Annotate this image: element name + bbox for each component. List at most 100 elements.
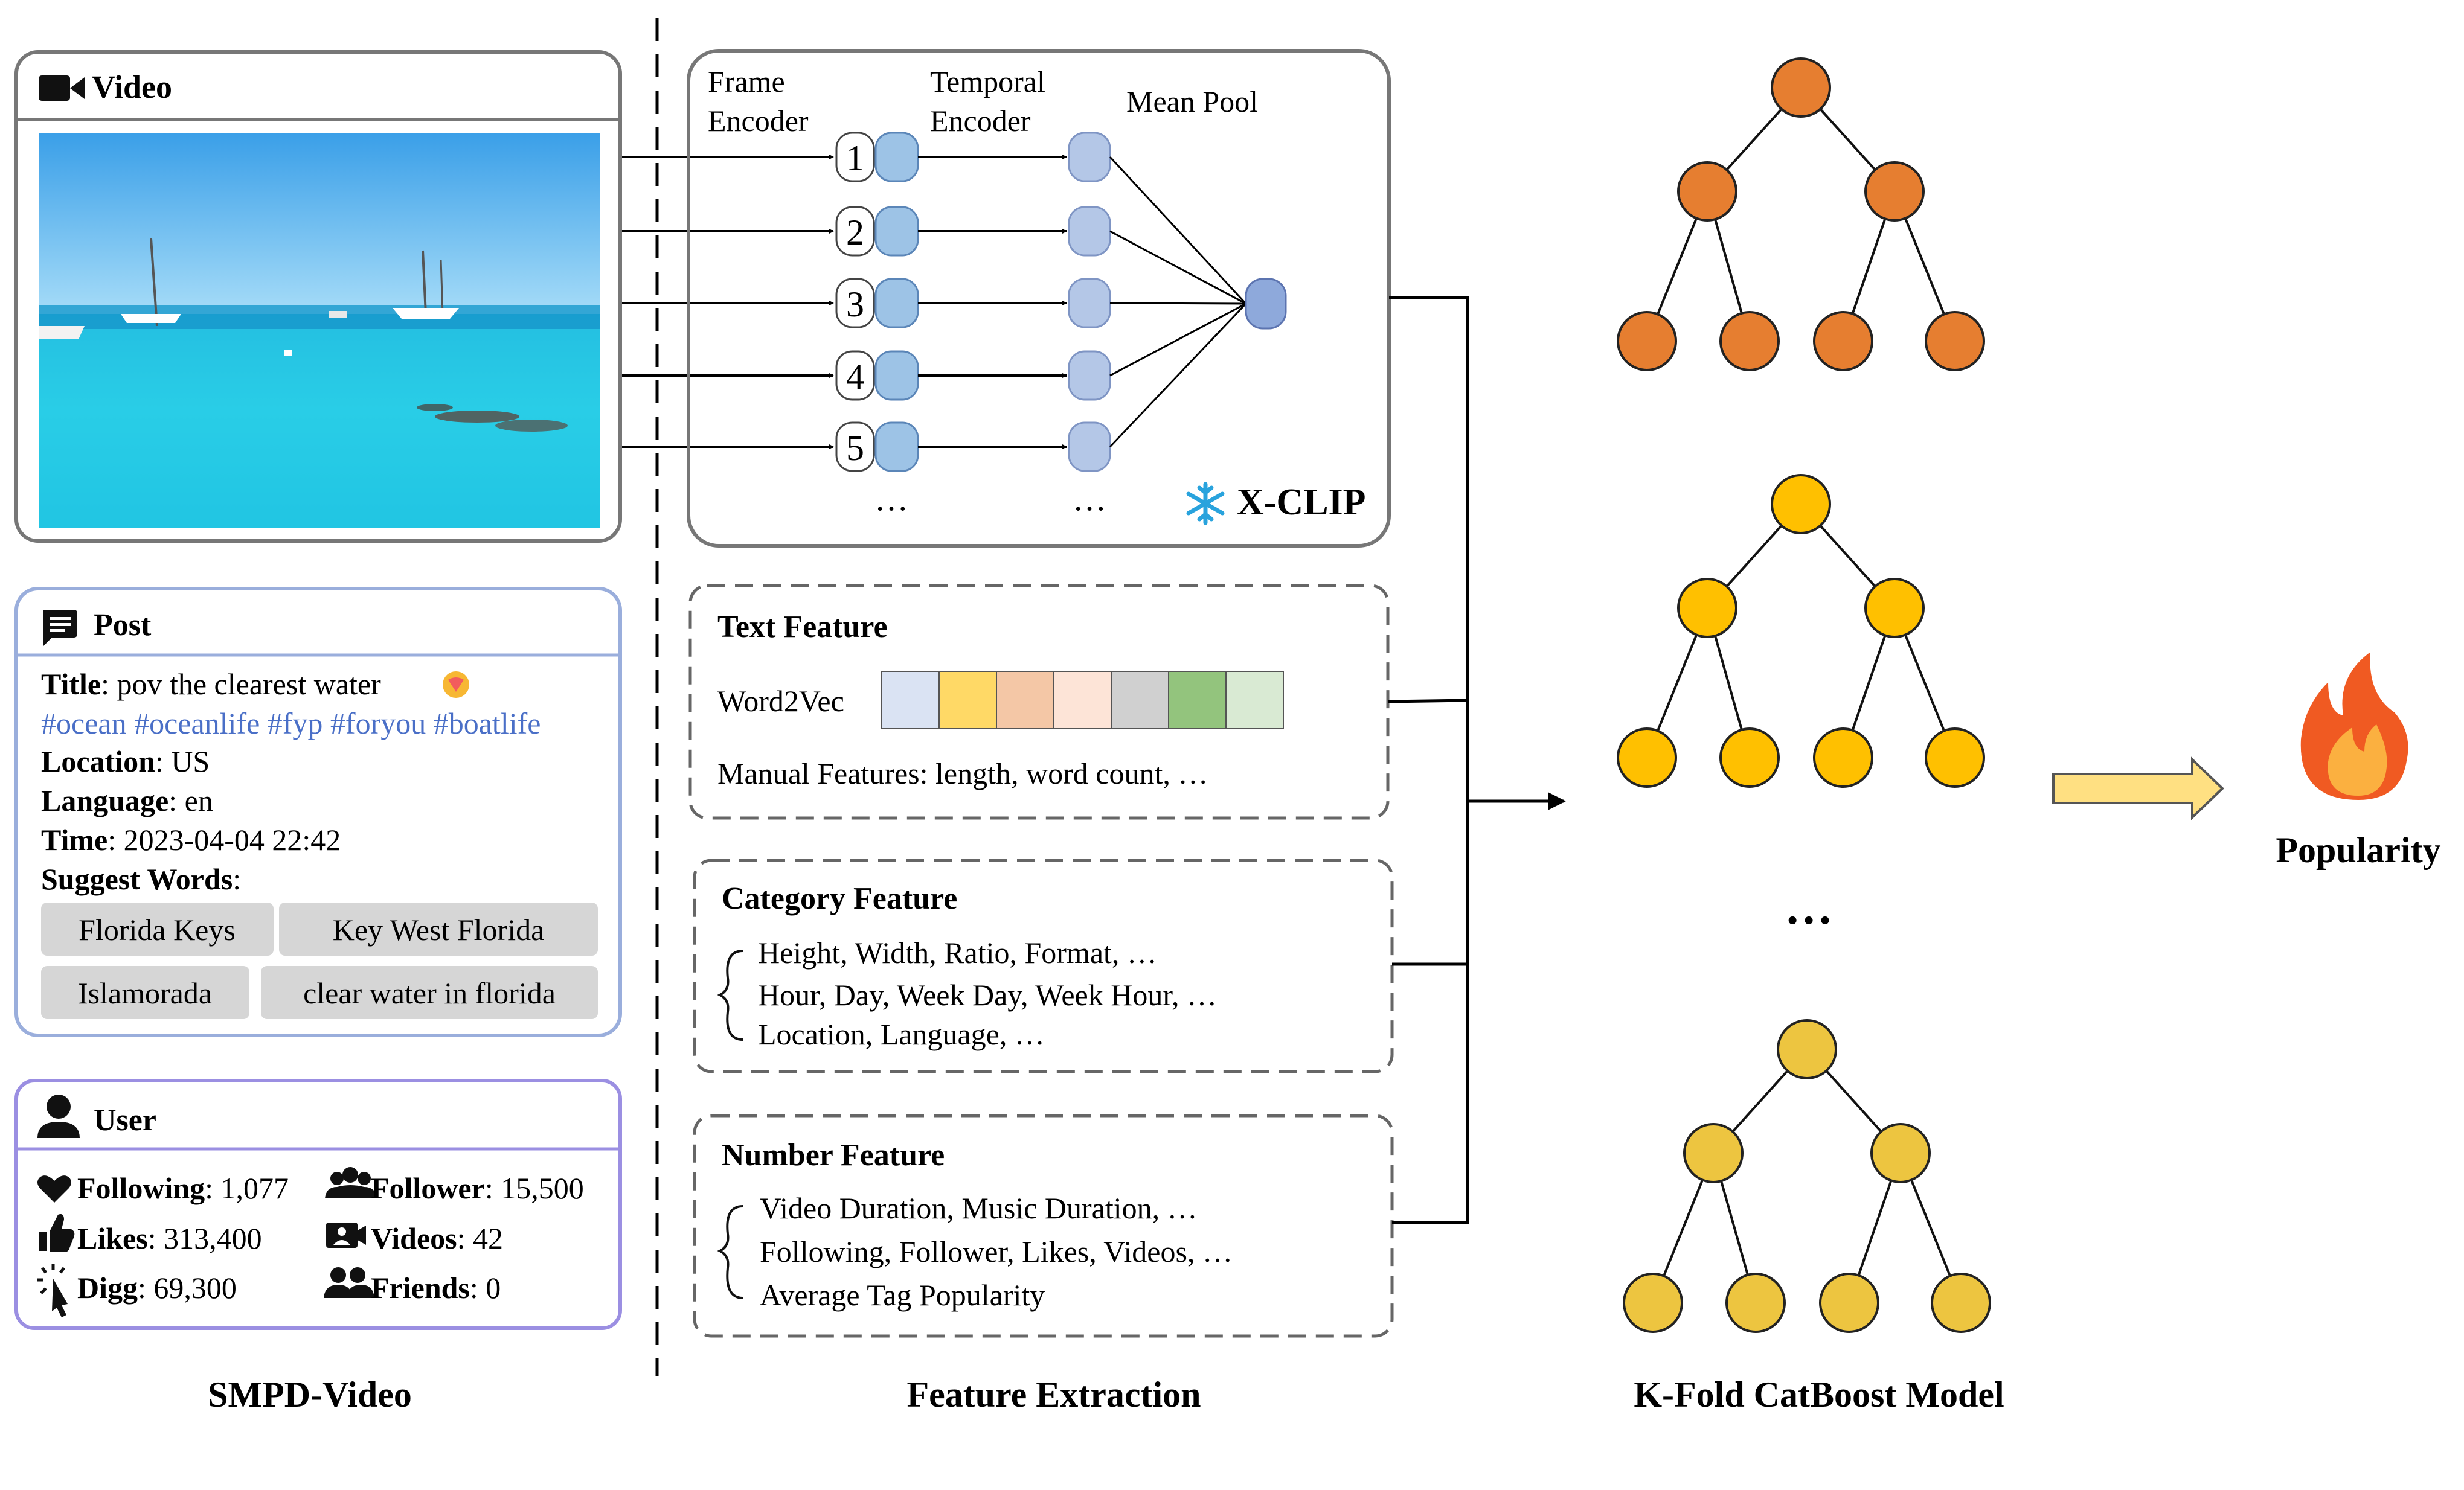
number-line: Average Tag Popularity — [760, 1278, 1045, 1312]
frame-row: 1 — [835, 132, 1247, 305]
stat-digg: Digg: 69,300 — [77, 1271, 237, 1305]
tree-node — [1819, 1273, 1879, 1333]
tree-node — [1719, 727, 1780, 788]
temporal-encoder-node — [1068, 206, 1111, 257]
tree-node — [1725, 1273, 1786, 1333]
frame-number-node — [835, 278, 875, 328]
thumbs-up-icon — [39, 1214, 75, 1252]
click-icon — [37, 1264, 68, 1317]
number-brace — [717, 1205, 743, 1299]
tree-node — [1771, 474, 1831, 534]
tree-node — [1813, 727, 1873, 788]
video-camera-icon — [39, 75, 85, 101]
number-line: Following, Follower, Likes, Videos, … — [760, 1235, 1233, 1268]
tree-node — [1925, 311, 1985, 371]
post-card: Post Title: pov the clearest water #ocea… — [14, 587, 622, 1037]
frame-rows: 12 3 4 5 — [835, 132, 1247, 472]
frame-number: 4 — [846, 357, 864, 397]
user-card: User Following: 1,077 Follower: 15,500 L… — [14, 1079, 622, 1330]
post-title-line: Title: pov the clearest water — [41, 667, 381, 701]
vector-cell — [881, 671, 940, 729]
catboost-trees — [1617, 57, 1991, 1333]
post-header: Post — [94, 608, 152, 642]
title-value: : pov the clearest water — [101, 667, 381, 701]
frame-row: 2 — [835, 206, 1246, 305]
vector-cell — [1168, 671, 1227, 729]
word2vec-label: Word2Vec — [717, 684, 844, 718]
video-thumbnail — [39, 133, 600, 528]
temporal-ellipsis: … — [1073, 481, 1106, 518]
frame-encoder-node — [874, 206, 919, 257]
temporal-encoder-node — [1068, 278, 1111, 328]
category-line: Height, Width, Ratio, Format, … — [758, 936, 1157, 970]
pool-edge — [1109, 302, 1246, 305]
number-line: Video Duration, Music Duration, … — [760, 1191, 1198, 1225]
user-header: User — [94, 1103, 156, 1137]
frame-number: 5 — [846, 428, 864, 468]
svg-text:clear water in florida: clear water in florida — [303, 976, 556, 1010]
vector-cell — [1111, 671, 1169, 729]
catboost-tree — [1617, 474, 1985, 788]
tree-node — [1617, 311, 1677, 371]
frame-number-node — [835, 132, 875, 182]
stat-videos: Videos: 42 — [371, 1221, 503, 1255]
catboost-tree — [1617, 57, 1985, 371]
tree-node — [1864, 161, 1925, 222]
heart-icon — [37, 1175, 71, 1203]
post-time-line: Time: 2023-04-04 22:42 — [41, 823, 341, 857]
svg-text:Florida Keys: Florida Keys — [79, 913, 236, 947]
output-arrow — [2052, 756, 2224, 820]
word2vec-vector — [881, 671, 1284, 729]
feature-column-title: Feature Extraction — [906, 1375, 1201, 1415]
tree-node — [1870, 1123, 1931, 1183]
trees-ellipsis: … — [1785, 881, 1833, 935]
pool-edge — [1109, 230, 1246, 305]
frame-encoder-node — [874, 350, 919, 401]
person-icon — [37, 1095, 80, 1138]
snowflake-icon — [1186, 482, 1225, 525]
frame-encoder-label: Frame Encoder — [708, 65, 809, 138]
pool-edge — [1109, 156, 1247, 305]
suggest-chip: Islamorada — [41, 966, 249, 1019]
tree-node — [1719, 311, 1780, 371]
tree-node — [1931, 1273, 1991, 1333]
video-header: Video — [92, 69, 172, 105]
frame-encoder-node — [874, 132, 919, 182]
frame-row: 3 — [835, 278, 1246, 328]
stat-following: Following: 1,077 — [77, 1171, 289, 1205]
svg-text:Islamorada: Islamorada — [78, 976, 212, 1010]
stat-friends: Friends: 0 — [371, 1271, 501, 1305]
suggest-chip: Key West Florida — [279, 903, 598, 956]
feature-connectors — [1387, 296, 1469, 1224]
video-badge-icon — [326, 1223, 366, 1248]
temporal-encoder-label: Temporal Encoder — [930, 65, 1053, 138]
category-brace — [717, 950, 743, 1041]
frame-number-node — [835, 206, 875, 257]
popularity-label: Popularity — [2276, 830, 2440, 870]
vector-cell — [1225, 671, 1284, 729]
text-feature-title: Text Feature — [717, 610, 888, 644]
post-location-line: Location: US — [41, 744, 210, 778]
stat-likes: Likes: 313,400 — [77, 1221, 262, 1255]
temporal-encoder-node — [1068, 421, 1111, 472]
model-column-title: K-Fold CatBoost Model — [1634, 1375, 2004, 1415]
group-icon — [325, 1167, 377, 1198]
frame-number-node — [835, 421, 875, 472]
category-line: Location, Language, … — [758, 1017, 1045, 1051]
heart-hands-emoji — [443, 671, 469, 698]
video-to-frames-arrows — [622, 154, 834, 450]
mean-pool-node — [1245, 278, 1287, 330]
temporal-encoder-node — [1068, 350, 1111, 401]
frame-row: 4 — [835, 302, 1246, 401]
temporal-encoder-node — [1068, 132, 1111, 182]
video-card: Video — [14, 50, 622, 543]
comment-icon — [43, 610, 77, 646]
vector-cell — [938, 671, 997, 729]
tree-node — [1677, 161, 1737, 222]
vector-cell — [996, 671, 1054, 729]
pool-edge — [1109, 302, 1246, 377]
frame-number: 2 — [846, 213, 864, 252]
frame-row: 5 — [835, 302, 1247, 472]
suggest-chip: clear water in florida — [261, 966, 598, 1019]
